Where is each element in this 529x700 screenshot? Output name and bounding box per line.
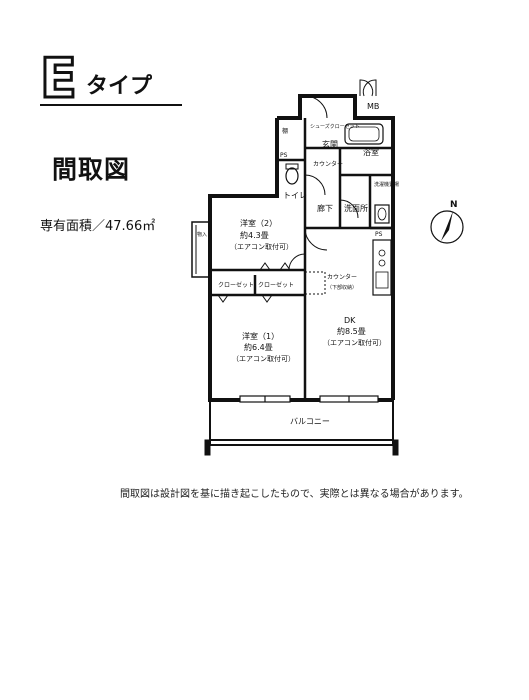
compass-needle-icon	[441, 211, 453, 241]
counter-storage	[304, 271, 326, 295]
label-shoe-closet: シューズクローゼット	[310, 123, 360, 130]
label-room2-note: （エアコン取付可）	[230, 242, 293, 251]
label-closet-2: クローゼット	[258, 281, 294, 289]
label-balcony: バルコニー	[290, 417, 330, 426]
label-room2-size: 約4.3畳	[240, 230, 269, 240]
label-room2-name: 洋室（2）	[240, 218, 277, 228]
label-room1-name: 洋室（1）	[242, 331, 279, 341]
label-room1-size: 約6.4畳	[244, 342, 273, 352]
label-bath: 浴室	[363, 147, 379, 157]
label-ps-2: PS	[375, 231, 383, 238]
page-title: 間取図	[52, 155, 131, 184]
storage-strip	[191, 221, 211, 278]
label-corridor: 廊下	[317, 203, 333, 213]
type-underline	[40, 104, 182, 106]
compass: N	[430, 200, 464, 244]
label-storage: 物入	[197, 231, 207, 238]
label-ps-1: PS	[280, 152, 288, 159]
label-dk-note: （エアコン取付可）	[323, 338, 386, 347]
label-mb: MB	[367, 102, 379, 111]
balcony-outline	[204, 399, 399, 456]
compass-label: N	[450, 200, 458, 210]
label-counter-2: カウンター	[327, 273, 357, 281]
label-dk-size: 約8.5畳	[337, 326, 366, 336]
toilet-fixture	[285, 163, 299, 185]
label-entrance: 玄関	[322, 139, 338, 149]
door-swings	[288, 79, 377, 271]
label-toilet: トイレ	[283, 191, 307, 200]
bathtub	[344, 123, 384, 145]
label-room1-note: （エアコン取付可）	[232, 354, 295, 363]
kitchen-counter	[372, 239, 392, 296]
closet-doors	[217, 262, 291, 303]
floor-area: 専有面積／47.66㎡	[40, 219, 156, 234]
label-counter-2-note: （下部収納）	[327, 284, 357, 291]
windows	[239, 395, 379, 403]
label-dk-name: DK	[344, 316, 356, 325]
label-closet-1: クローゼット	[218, 281, 254, 289]
label-shelf: 棚	[282, 127, 288, 135]
type-letter: E	[39, 47, 79, 110]
label-laundry: 洗濯機置場	[374, 181, 399, 188]
label-counter-1: カウンター	[313, 160, 343, 168]
label-washroom: 洗面所	[344, 203, 368, 213]
type-label: タイプ	[86, 74, 153, 99]
washbasin	[374, 204, 390, 224]
disclaimer-text: 間取図は設計図を基に描き起こしたもので、実際とは異なる場合があります。	[120, 489, 469, 500]
